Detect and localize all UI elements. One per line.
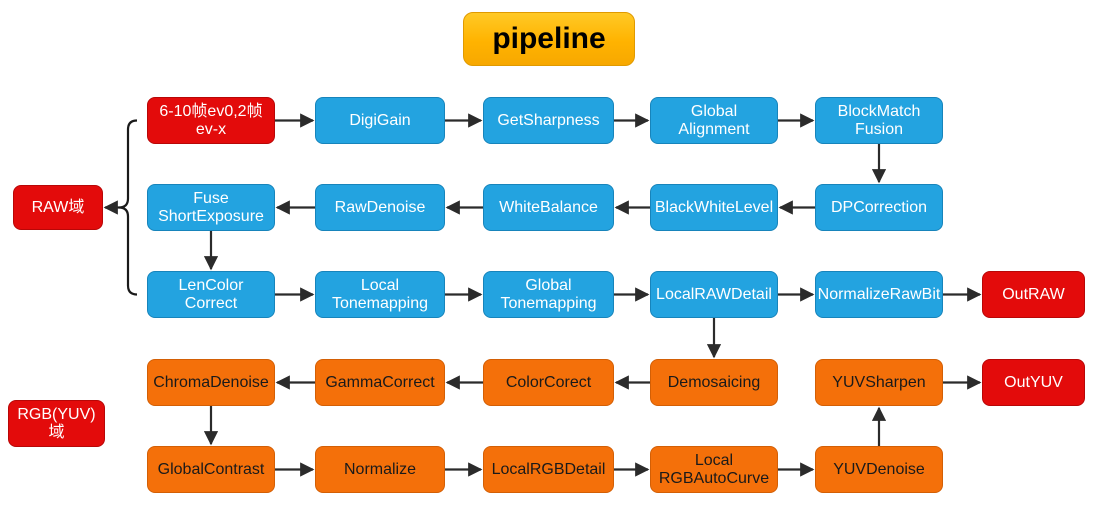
node-global-tonemapping[interactable]: Global Tonemapping: [483, 271, 614, 318]
node-label: LocalRGBDetail: [491, 460, 606, 478]
node-label: DigiGain: [349, 111, 411, 129]
node-label: GammaCorrect: [325, 373, 435, 391]
node-rgbyuv-domain-label[interactable]: RGB(YUV) 域: [8, 400, 105, 447]
node-whitebalance[interactable]: WhiteBalance: [483, 184, 614, 231]
node-gammacorrect[interactable]: GammaCorrect: [315, 359, 445, 406]
node-label: NormalizeRawBit: [817, 285, 941, 303]
node-label: Local RGBAutoCurve: [658, 451, 770, 487]
node-yuvdenoise[interactable]: YUVDenoise: [815, 446, 943, 493]
node-getsharpness[interactable]: GetSharpness: [483, 97, 614, 144]
diagram-title: pipeline: [463, 12, 635, 66]
node-label: Local Tonemapping: [331, 276, 429, 312]
node-yuvsharpen[interactable]: YUVSharpen: [815, 359, 943, 406]
node-blockmatch-fusion[interactable]: BlockMatch Fusion: [815, 97, 943, 144]
node-normalize[interactable]: Normalize: [315, 446, 445, 493]
raw-domain-brace: [118, 119, 138, 296]
node-label: YUVSharpen: [832, 373, 926, 391]
node-blackwhitelevel[interactable]: BlackWhiteLevel: [650, 184, 778, 231]
node-label: OutRAW: [1002, 285, 1065, 303]
node-lencolor-correct[interactable]: LenColor Correct: [147, 271, 275, 318]
node-label: BlockMatch Fusion: [837, 102, 921, 138]
node-label: Fuse ShortExposure: [158, 189, 264, 225]
node-digigain[interactable]: DigiGain: [315, 97, 445, 144]
node-label: RAW域: [31, 198, 85, 216]
node-raw-domain-label[interactable]: RAW域: [13, 185, 103, 230]
node-label: Demosaicing: [667, 373, 761, 391]
node-local-tonemapping[interactable]: Local Tonemapping: [315, 271, 445, 318]
node-label: RawDenoise: [334, 198, 426, 216]
node-label: Normalize: [343, 460, 416, 478]
node-localrawdetail[interactable]: LocalRAWDetail: [650, 271, 778, 318]
node-label: 6-10帧ev0,2帧 ev-x: [159, 102, 263, 138]
node-colorcorect[interactable]: ColorCorect: [483, 359, 614, 406]
node-label: BlackWhiteLevel: [654, 198, 774, 216]
node-normalizerawbit[interactable]: NormalizeRawBit: [815, 271, 943, 318]
node-local-rgbautocurve[interactable]: Local RGBAutoCurve: [650, 446, 778, 493]
node-label: GetSharpness: [497, 111, 600, 129]
node-globalcontrast[interactable]: GlobalContrast: [147, 446, 275, 493]
node-demosaicing[interactable]: Demosaicing: [650, 359, 778, 406]
node-label: ChromaDenoise: [153, 373, 269, 391]
node-fuse-shortexposure[interactable]: Fuse ShortExposure: [147, 184, 275, 231]
node-label: ColorCorect: [505, 373, 592, 391]
node-chromadenoise[interactable]: ChromaDenoise: [147, 359, 275, 406]
node-label: RGB(YUV) 域: [17, 405, 96, 441]
node-label: LenColor Correct: [178, 276, 244, 312]
node-outyuv[interactable]: OutYUV: [982, 359, 1085, 406]
node-localrgbdetail[interactable]: LocalRGBDetail: [483, 446, 614, 493]
node-label: LocalRAWDetail: [656, 285, 772, 303]
node-label: Global Tonemapping: [500, 276, 597, 312]
node-global-alignment[interactable]: Global Alignment: [650, 97, 778, 144]
node-dpcorrection[interactable]: DPCorrection: [815, 184, 943, 231]
node-outraw[interactable]: OutRAW: [982, 271, 1085, 318]
node-label: OutYUV: [1004, 373, 1063, 391]
node-frames-input[interactable]: 6-10帧ev0,2帧 ev-x: [147, 97, 275, 144]
node-label: GlobalContrast: [157, 460, 265, 478]
node-rawdenoise[interactable]: RawDenoise: [315, 184, 445, 231]
node-label: DPCorrection: [830, 198, 928, 216]
node-label: WhiteBalance: [499, 198, 598, 216]
node-label: Global Alignment: [678, 102, 750, 138]
node-label: YUVDenoise: [833, 460, 925, 478]
